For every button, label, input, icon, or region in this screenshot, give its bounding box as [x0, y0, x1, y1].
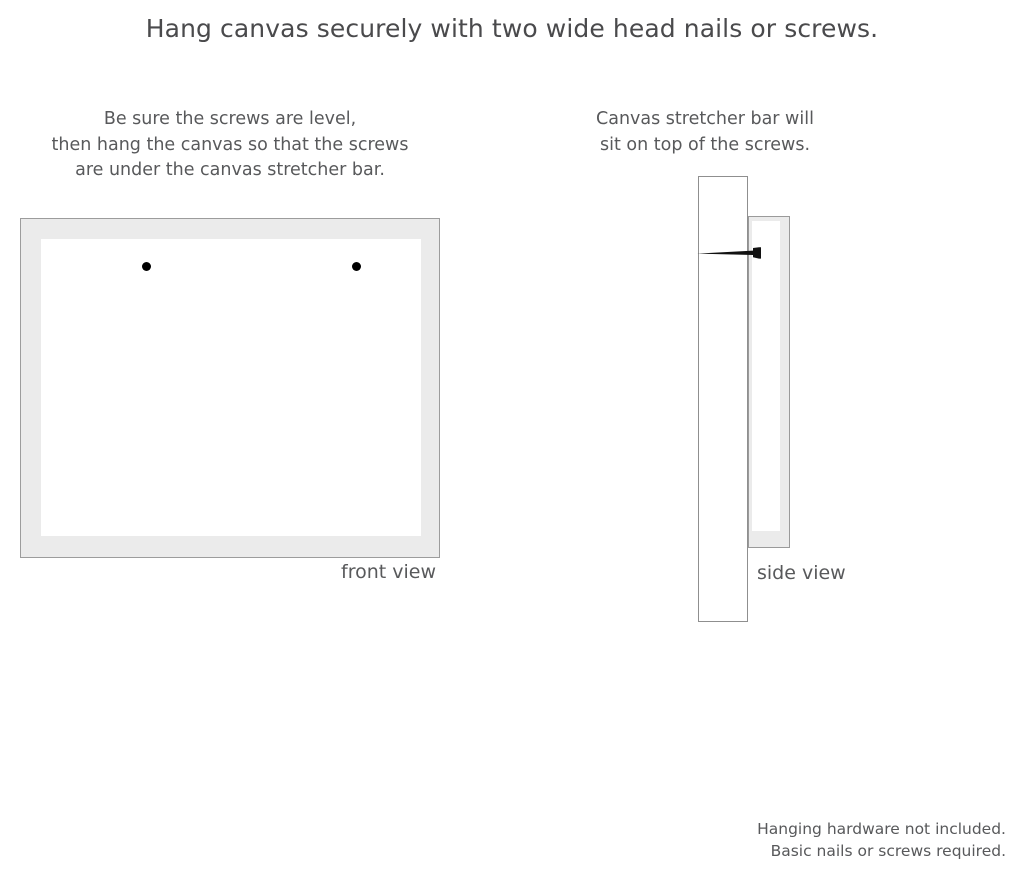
side-view-caption: Canvas stretcher bar will sit on top of …: [580, 107, 830, 158]
front-view-caption-line-2: then hang the canvas so that the screws: [51, 134, 409, 155]
front-view-caption-line-1: Be sure the screws are level,: [103, 109, 357, 129]
front-view-caption: Be sure the screws are level, then hang …: [20, 107, 440, 184]
front-view-label: front view: [341, 561, 436, 583]
footer-note-line-2: Basic nails or screws required.: [770, 842, 1006, 860]
canvas-face: [41, 239, 421, 536]
front-view-caption-line-3: are under the canvas stretcher bar.: [75, 160, 385, 180]
wall-cross-section: [698, 176, 748, 622]
page-title: Hang canvas securely with two wide head …: [145, 14, 879, 43]
front-view-diagram: [20, 218, 440, 558]
side-view-caption-line-2: sit on top of the screws.: [599, 134, 811, 155]
side-view-caption-line-1: Canvas stretcher bar will: [596, 109, 814, 129]
screw-side-icon: [697, 247, 761, 259]
screw-head-icon-left: [142, 262, 151, 271]
side-view-label: side view: [757, 562, 846, 584]
side-view-diagram: [690, 170, 810, 630]
screw-head-icon-right: [352, 262, 361, 271]
footer-note: Hanging hardware not included. Basic nai…: [586, 818, 1006, 862]
footer-note-line-1: Hanging hardware not included.: [757, 820, 1006, 838]
stretcher-bar-inner-face: [752, 221, 780, 531]
canvas-stretcher-bar: [748, 216, 790, 548]
